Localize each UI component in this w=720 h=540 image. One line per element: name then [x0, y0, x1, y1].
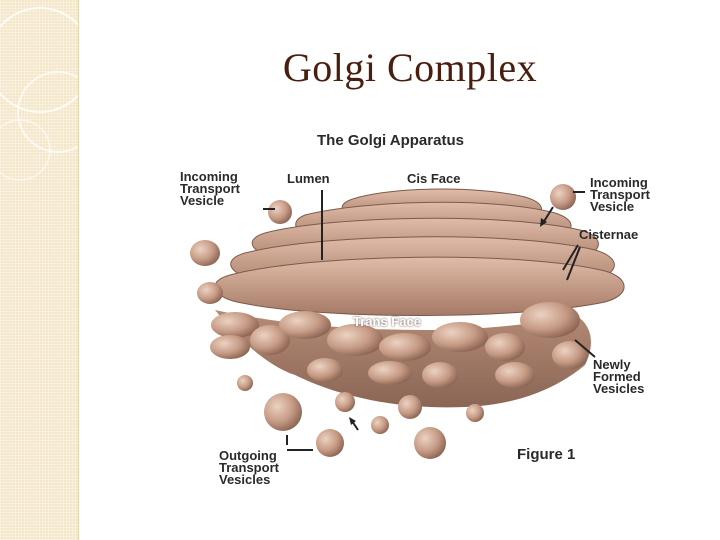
label-incoming-right: Incoming Transport Vesicle [590, 175, 650, 214]
label-cisternae: Cisternae [579, 227, 639, 242]
label-incoming-left: Incoming Transport Vesicle [180, 169, 240, 208]
golgi-diagram: The Golgi Apparatus Incoming Transport V… [175, 125, 670, 500]
label-outgoing: Outgoing Transport Vesicles [219, 448, 279, 487]
figure-label: Figure 1 [517, 446, 576, 463]
golgi-illustration [190, 184, 625, 459]
slide-title: Golgi Complex [282, 45, 538, 90]
label-cis-face: Cis Face [407, 171, 461, 186]
left-decorative-band [0, 0, 79, 540]
label-lumen: Lumen [287, 171, 330, 186]
label-newly-formed: Newly Formed Vesicles [593, 357, 645, 396]
cisterna-5 [214, 256, 625, 316]
circle-decoration [0, 7, 78, 181]
label-trans-face: Trans Face [353, 314, 421, 329]
diagram-heading: The Golgi Apparatus [317, 132, 464, 149]
